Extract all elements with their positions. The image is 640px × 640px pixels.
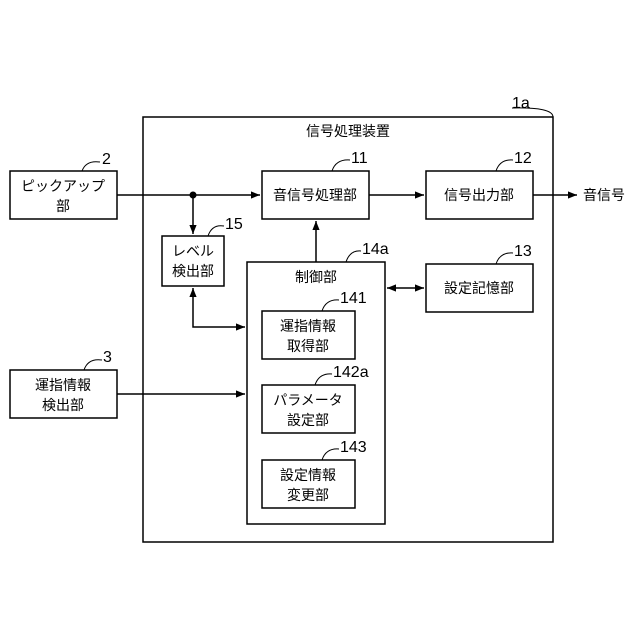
- level-detector-label-1: レベル: [172, 244, 214, 260]
- controller-label: 制御部: [295, 270, 337, 286]
- setting-changer-label-2: 変更部: [287, 487, 329, 504]
- settings-storage-label: 設定記憶部: [444, 280, 514, 297]
- pickup-ref-leader: [82, 162, 100, 171]
- settings-storage-ref: 13: [514, 243, 532, 260]
- fingering-acquirer-label-2: 取得部: [287, 338, 329, 355]
- fingering-acquirer-ref: 141: [340, 290, 367, 307]
- setting-changer-label-1: 設定情報: [280, 468, 336, 484]
- signal-output-ref: 12: [514, 150, 532, 167]
- setting-changer-ref: 143: [340, 439, 367, 456]
- sound-processor-ref: 11: [351, 150, 368, 167]
- sound-processor-label: 音信号処理部: [273, 187, 357, 204]
- fingering-detector-label-1: 運指情報: [35, 378, 91, 394]
- pickup-label-1: ピックアップ: [21, 179, 105, 195]
- fingering-detector-label-2: 検出部: [42, 398, 84, 414]
- fingering-detector-ref-leader: [84, 360, 102, 370]
- controller-ref: 14a: [362, 241, 389, 258]
- pickup-label-2: 部: [56, 199, 70, 215]
- level-detector-ref: 15: [225, 216, 243, 233]
- fingering-detector-ref: 3: [103, 349, 112, 366]
- pickup-ref: 2: [102, 151, 111, 168]
- parameter-setter-label-1: パラメータ: [273, 393, 343, 409]
- signal-output-label: 信号出力部: [444, 188, 514, 204]
- fingering-acquirer-label-1: 運指情報: [280, 319, 336, 335]
- output-signal-label: 音信号: [583, 187, 625, 204]
- parameter-setter-ref: 142a: [333, 364, 369, 381]
- device-title: 信号処理装置: [306, 124, 390, 140]
- device-ref: 1a: [512, 95, 530, 112]
- parameter-setter-label-2: 設定部: [287, 413, 329, 429]
- level-detector-label-2: 検出部: [172, 264, 214, 280]
